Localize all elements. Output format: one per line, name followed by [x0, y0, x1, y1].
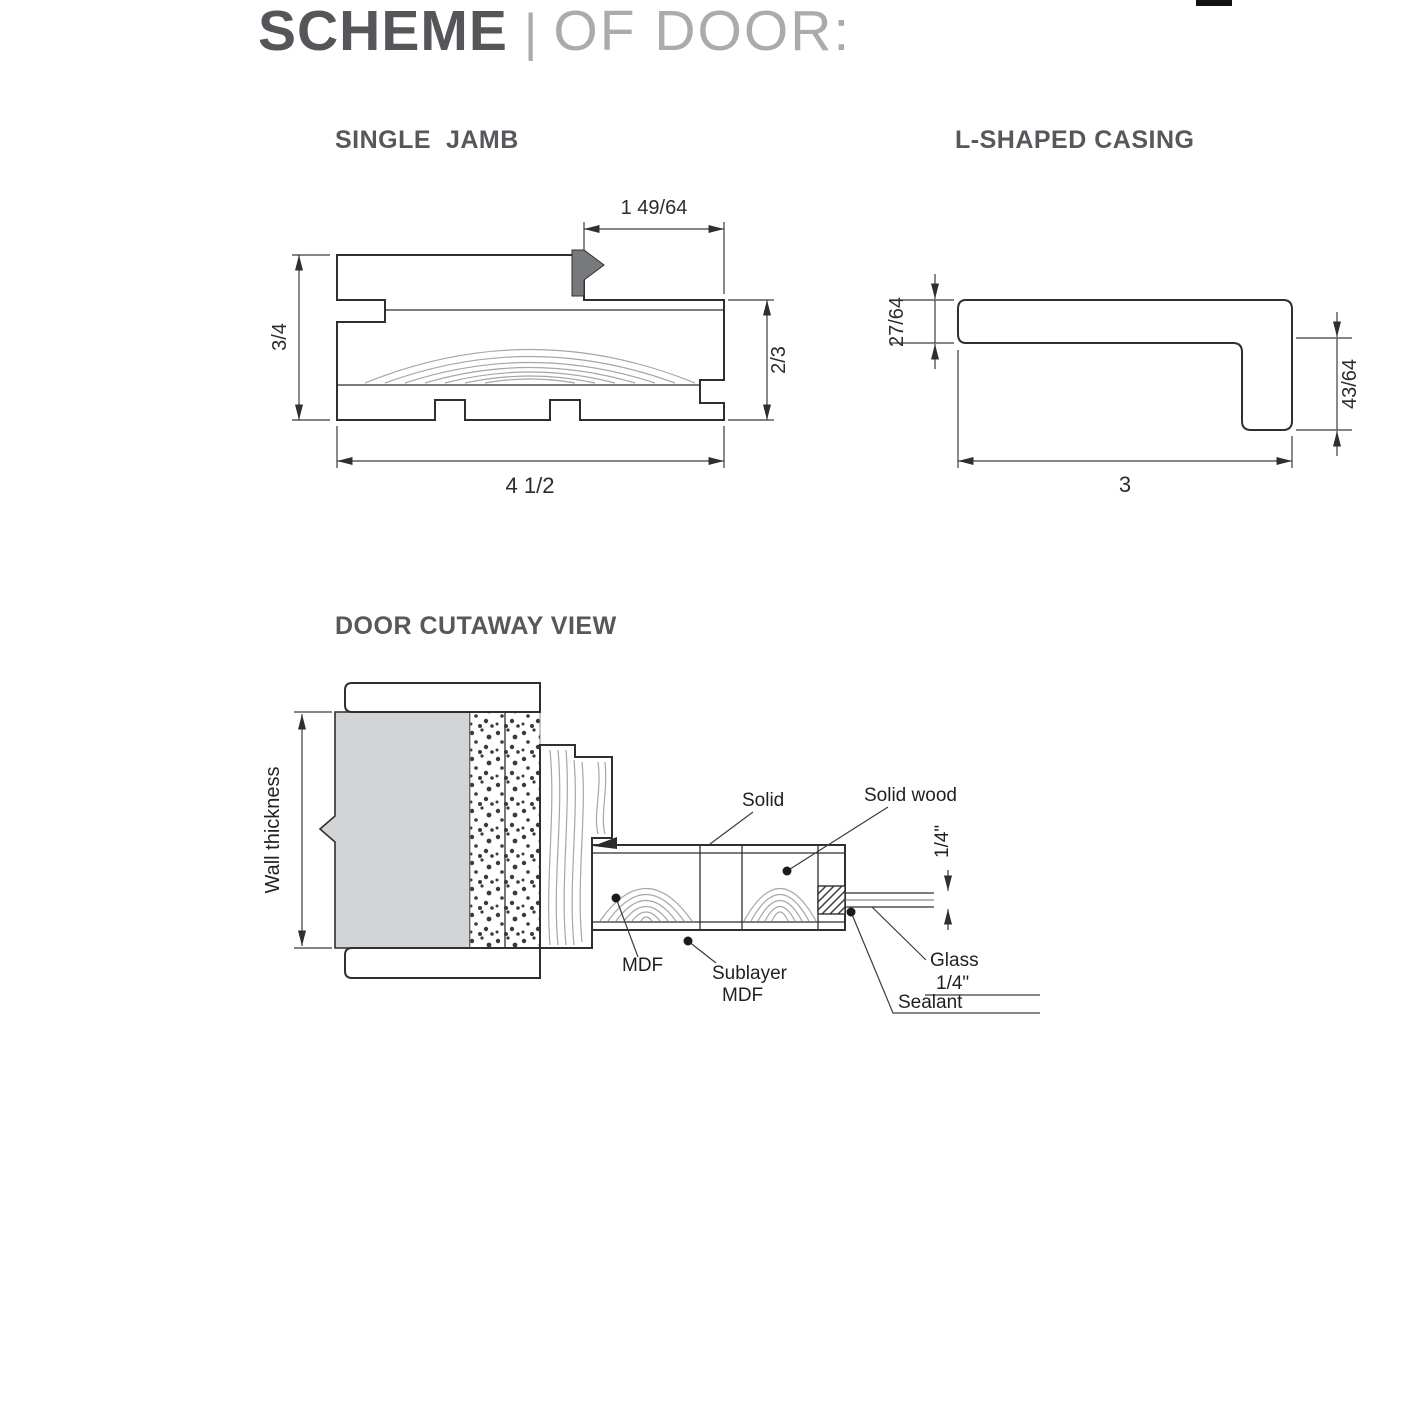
jamb-seal: [571, 249, 605, 297]
sealant-label: Sealant: [898, 992, 963, 1013]
bottom-casing: [344, 947, 541, 979]
solid-label: Solid: [742, 790, 784, 811]
cropped-logo-mark: [1196, 0, 1232, 6]
dim-jamb-top-text: 1 49/64: [621, 197, 688, 219]
callout-sublayer-mdf: Sublayer MDF: [683, 936, 788, 1006]
hinge-wedge: [593, 837, 617, 849]
jamb-profile: [336, 254, 725, 421]
mdf-label: MDF: [622, 955, 663, 976]
dim-jamb-left: 3/4: [269, 254, 330, 421]
casing-profile: [957, 299, 1293, 431]
frame-jamb-grain: [548, 749, 607, 946]
solid-wood-label: Solid wood: [864, 785, 957, 806]
dim-jamb-right: 2/3: [728, 299, 790, 421]
dim-casing-right: 43/64: [1296, 312, 1361, 456]
dim-jamb-left-text: 3/4: [269, 323, 291, 351]
heading-l-shaped-casing: L-SHAPED CASING: [955, 126, 1195, 154]
dim-casing-right-text: 43/64: [1339, 359, 1361, 409]
dim-casing-bottom: 3: [957, 350, 1293, 497]
single-jamb-drawing: 1 49/64 3/4 2/3 4 1/2: [269, 197, 790, 498]
dim-casing-bottom-text: 3: [1119, 472, 1131, 497]
dim-jamb-bottom: 4 1/2: [336, 426, 725, 498]
l-shaped-casing-drawing: 27/64 43/64 3: [886, 274, 1361, 497]
glass-pane: [845, 892, 934, 908]
title-separator: |: [523, 4, 538, 62]
title-primary: SCHEME: [258, 0, 508, 63]
frame-jamb: [539, 744, 613, 949]
glass-dim-label: 1/4": [932, 825, 953, 858]
heading-door-cutaway: DOOR CUTAWAY VIEW: [335, 612, 617, 640]
dim-glass-thickness: 1/4": [932, 825, 953, 930]
dim-casing-left: 27/64: [886, 274, 954, 369]
top-casing: [344, 682, 541, 713]
dim-casing-left-text: 27/64: [886, 297, 908, 347]
wall-thickness-label: Wall thickness: [262, 766, 284, 893]
wall-section: [318, 711, 471, 949]
heading-single-jamb: SINGLE JAMB: [335, 126, 519, 154]
callout-solid: Solid: [709, 790, 784, 845]
sublayer-label: Sublayer: [712, 963, 788, 984]
title-secondary: OF DOOR:: [553, 0, 852, 63]
sublayer-mdf-label: MDF: [722, 985, 763, 1006]
dim-wall-thickness: Wall thickness: [262, 711, 332, 949]
door-grain-right: [743, 887, 817, 922]
page-title: SCHEME | OF DOOR:: [258, 0, 851, 64]
callout-mdf: MDF: [611, 893, 663, 976]
jamb-wood-grain: [364, 348, 696, 384]
door-cutaway-drawing: Wall thickness 1/4" Solid Solid wood MDF: [262, 682, 1040, 1014]
glass-size-label: 1/4": [936, 973, 969, 994]
callout-sealant: Sealant: [846, 907, 1040, 1014]
door-leaf: [591, 844, 846, 931]
dim-jamb-top: 1 49/64: [583, 197, 725, 294]
callout-solid-wood: Solid wood: [782, 785, 957, 876]
glass-label: Glass: [930, 950, 979, 971]
dim-jamb-right-text: 2/3: [768, 346, 790, 374]
dim-jamb-bottom-text: 4 1/2: [506, 473, 555, 498]
glazing-channel: [817, 885, 846, 915]
callout-glass: Glass 1/4": [871, 906, 1040, 996]
